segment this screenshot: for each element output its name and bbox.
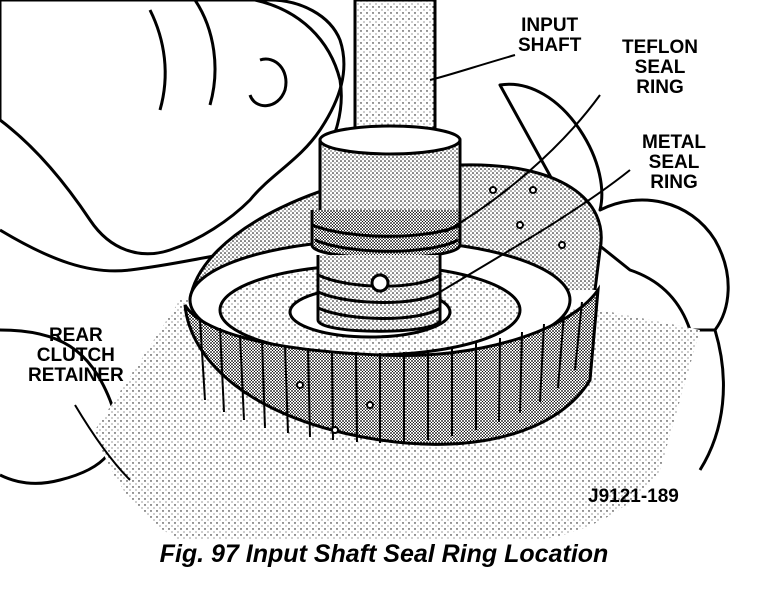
label-teflon-seal-ring: TEFLON SEAL RING — [622, 38, 698, 98]
label-metal-seal-ring: METAL SEAL RING — [642, 133, 706, 193]
figure-code: J9121-189 — [588, 486, 679, 507]
label-input-shaft-line1: INPUT — [521, 15, 579, 36]
label-teflon-line1: TEFLON — [622, 37, 698, 58]
label-input-shaft: INPUT SHAFT — [518, 16, 581, 56]
leader-metal-seal-ring — [439, 169, 631, 293]
label-rear-line2: CLUTCH — [36, 345, 115, 366]
leader-lines — [74, 54, 631, 481]
leader-teflon-seal-ring — [444, 94, 601, 233]
label-teflon-line2: SEAL — [634, 57, 686, 78]
label-input-shaft-line2: SHAFT — [518, 35, 582, 56]
leader-rear-clutch-retainer — [74, 404, 131, 481]
figure-caption: Fig. 97 Input Shaft Seal Ring Location — [159, 540, 609, 568]
label-metal-line2: SEAL — [648, 152, 700, 173]
label-rear-line1: REAR — [48, 325, 103, 346]
label-rear-line3: RETAINER — [28, 365, 124, 386]
label-metal-line1: METAL — [642, 132, 707, 153]
label-teflon-line3: RING — [636, 77, 684, 98]
input-shaft — [310, 0, 462, 333]
label-metal-line3: RING — [650, 172, 698, 193]
leader-input-shaft — [429, 54, 516, 81]
hand-left — [0, 0, 346, 485]
label-rear-clutch-retainer: REAR CLUTCH RETAINER — [28, 326, 124, 386]
